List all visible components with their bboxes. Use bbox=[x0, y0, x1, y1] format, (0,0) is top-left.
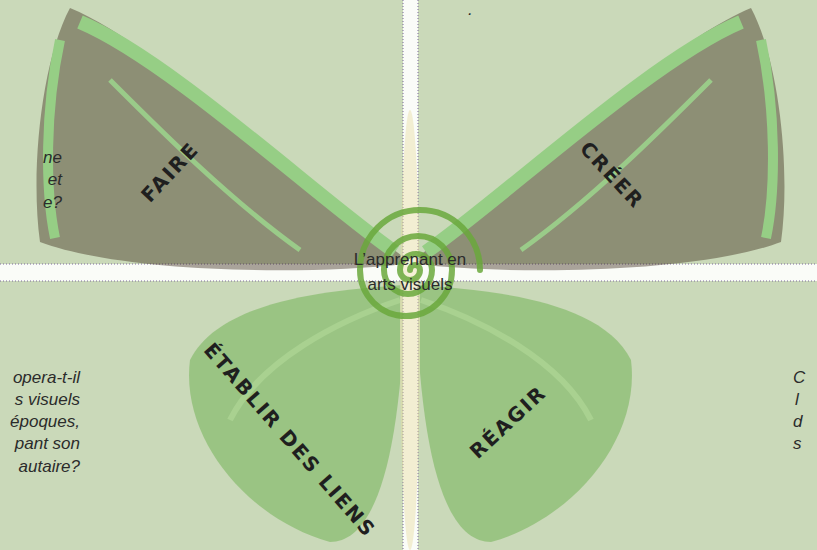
fragment-text: et bbox=[48, 170, 62, 190]
fragment-text: . bbox=[468, 0, 473, 20]
fragment-text: d bbox=[793, 412, 802, 432]
fragment-text: ne bbox=[43, 148, 62, 168]
fragment-text: opera-t-il bbox=[13, 368, 80, 388]
center-title: L’apprenant en arts visuels bbox=[345, 247, 475, 297]
fragment-text: C bbox=[793, 368, 805, 388]
fragment-text: pant son bbox=[15, 434, 80, 454]
fragment-text: s visuels bbox=[15, 390, 80, 410]
butterfly bbox=[37, 8, 785, 550]
wing-word: RÉAGIR bbox=[465, 381, 551, 464]
fragment-text: s bbox=[793, 434, 802, 454]
fragment-text: autaire? bbox=[19, 457, 80, 477]
wing-word: CRÉER bbox=[575, 137, 649, 214]
fragment-text: l bbox=[795, 390, 799, 410]
fragment-text: e? bbox=[43, 193, 62, 213]
fragment-text: époques, bbox=[10, 412, 80, 432]
wing-word: FAIRE bbox=[136, 137, 204, 207]
wing-word: ÉTABLIR DES LIENS bbox=[199, 338, 381, 542]
